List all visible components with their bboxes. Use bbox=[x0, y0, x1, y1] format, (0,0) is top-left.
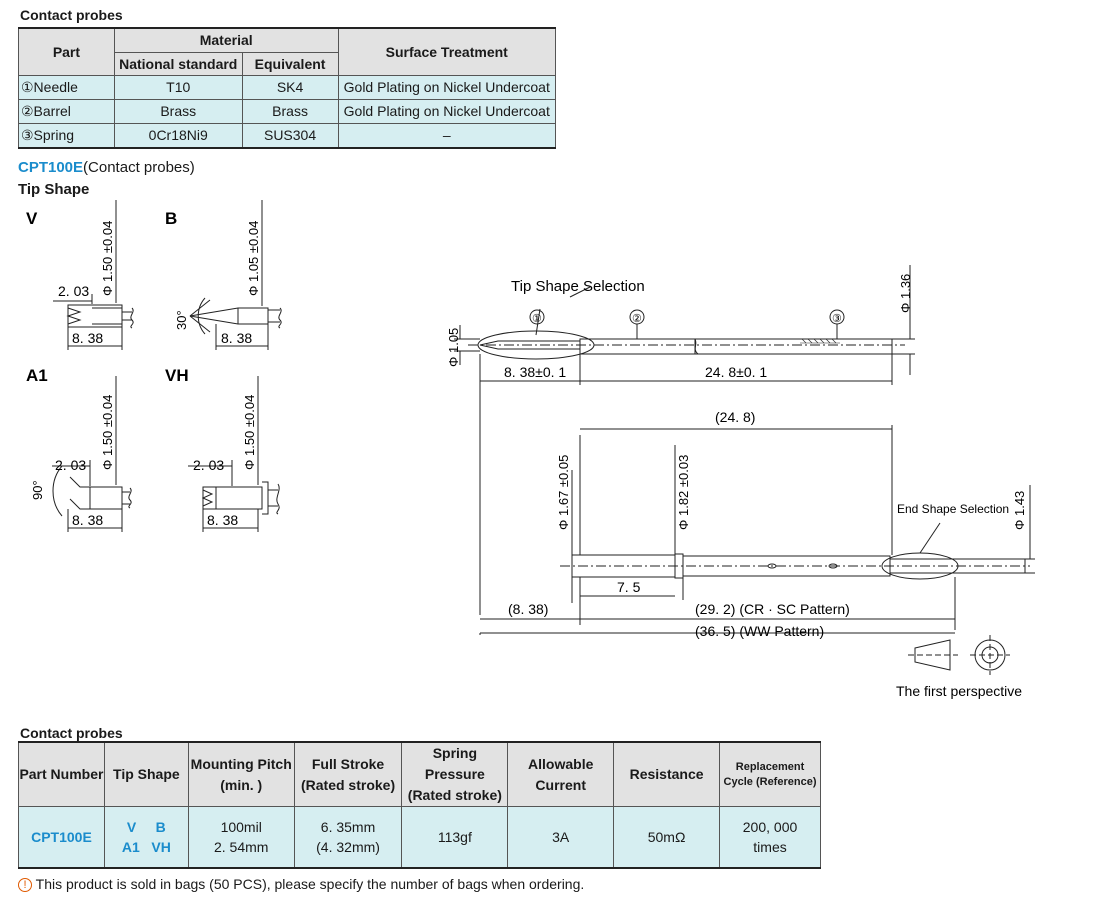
dim-len-292: (29. 2) (CR · SC Pattern) bbox=[695, 601, 850, 617]
spec-tip-shapes: V B A1 VH bbox=[103, 806, 189, 869]
national-cell: Brass bbox=[113, 98, 243, 124]
national-cell: 0Cr18Ni9 bbox=[113, 122, 243, 148]
dim-dia-167: Φ 1.67 ±0.05 bbox=[556, 455, 571, 530]
dim-a1-angle: 90° bbox=[30, 480, 45, 500]
dim-dia-182: Φ 1.82 ±0.03 bbox=[676, 455, 691, 530]
dim-a1-dia: Φ 1.50 ±0.04 bbox=[100, 395, 115, 470]
end-selection-label: End Shape Selection bbox=[897, 502, 1009, 516]
spec-current: 3A bbox=[507, 806, 615, 869]
tip-selection-ellipse bbox=[477, 330, 595, 360]
header-equivalent: Equivalent bbox=[241, 51, 339, 76]
specs-table: Part Number Tip Shape Mounting Pitch(min… bbox=[18, 741, 821, 869]
callout-1 bbox=[529, 309, 545, 325]
equivalent-cell: SUS304 bbox=[241, 122, 339, 148]
header-stroke: Full Stroke(Rated stroke) bbox=[293, 741, 403, 807]
dim-b-angle: 30° bbox=[174, 310, 189, 330]
spec-resistance: 50mΩ bbox=[613, 806, 721, 869]
warning-icon: ! bbox=[18, 878, 32, 893]
part-cell: ①Needle bbox=[18, 74, 115, 100]
dim-vh-dia: Φ 1.50 ±0.04 bbox=[242, 395, 257, 470]
caption-text: (Contact probes) bbox=[83, 159, 195, 176]
equivalent-cell: Brass bbox=[241, 98, 339, 124]
probe-lower bbox=[479, 425, 1035, 635]
caption-code: CPT100E bbox=[18, 159, 84, 176]
tip-label-v: V bbox=[26, 209, 38, 228]
header-national: National standard bbox=[113, 51, 243, 76]
header-tip-shape: Tip Shape bbox=[103, 741, 189, 807]
tip-shape-v bbox=[53, 200, 134, 350]
perspective-symbol bbox=[908, 635, 1010, 675]
tip-label-b: B bbox=[165, 209, 177, 228]
dim-vh-len: 8. 38 bbox=[207, 512, 238, 528]
dim-len-75: 7. 5 bbox=[617, 579, 641, 595]
header-material: Material bbox=[113, 27, 339, 53]
dim-len-838: (8. 38) bbox=[508, 601, 548, 617]
probe-upper bbox=[454, 265, 915, 615]
perspective-label: The first perspective bbox=[896, 683, 1022, 699]
dim-b-dia: Φ 1.05 ±0.04 bbox=[246, 221, 261, 296]
dim-a1-small: 2. 03 bbox=[55, 457, 86, 473]
equivalent-cell: SK4 bbox=[241, 74, 339, 100]
dim-len-248: (24. 8) bbox=[715, 409, 755, 425]
callout-2-text: ② bbox=[632, 313, 642, 325]
specs-title: Contact probes bbox=[20, 725, 123, 741]
dim-len-365: (36. 5) (WW Pattern) bbox=[695, 623, 824, 639]
dim-dia-136: Φ 1.36 bbox=[898, 274, 913, 313]
spec-pressure: 113gf bbox=[401, 806, 509, 869]
national-cell: T10 bbox=[113, 74, 243, 100]
spec-part-number: CPT100E bbox=[18, 806, 105, 869]
note: ! This product is sold in bags (50 PCS),… bbox=[18, 876, 585, 893]
dim-a1-len: 8. 38 bbox=[72, 512, 103, 528]
header-pitch: Mounting Pitch(min. ) bbox=[187, 741, 295, 807]
tip-shape-b bbox=[189, 200, 282, 350]
dim-v-small: 2. 03 bbox=[58, 283, 89, 299]
dim-dia-143: Φ 1.43 bbox=[1012, 491, 1027, 530]
caption: CPT100E(Contact probes) bbox=[18, 159, 195, 176]
dim-v-dia: Φ 1.50 ±0.04 bbox=[100, 221, 115, 296]
tip-shapes-drawing: V B A1 VH 8. 38 2. 03 Φ 1.50 ±0.04 8. 38… bbox=[26, 200, 282, 532]
surface-cell: Gold Plating on Nickel Undercoat bbox=[337, 74, 557, 100]
dim-vh-small: 2. 03 bbox=[193, 457, 224, 473]
table-row: ①Needle T10 SK4 Gold Plating on Nickel U… bbox=[18, 74, 557, 100]
note-text: This product is sold in bags (50 PCS), p… bbox=[35, 876, 585, 892]
spec-stroke: 6. 35mm(4. 32mm) bbox=[293, 806, 403, 869]
tip-shape-a1 bbox=[52, 376, 132, 532]
callout-3-text: ③ bbox=[832, 313, 842, 325]
dim-v-len: 8. 38 bbox=[72, 330, 103, 346]
dim-b-len: 8. 38 bbox=[221, 330, 252, 346]
materials-table: Part Material Surface Treatment National… bbox=[18, 27, 557, 149]
dim-len-248-tol: 24. 8±0. 1 bbox=[705, 364, 767, 380]
part-cell: ②Barrel bbox=[18, 98, 115, 124]
header-pressure: Spring Pressure(Rated stroke) bbox=[401, 741, 509, 807]
tip-selection-label: Tip Shape Selection bbox=[511, 278, 645, 295]
surface-cell: – bbox=[337, 122, 557, 148]
table-row: ③Spring 0Cr18Ni9 SUS304 – bbox=[18, 122, 557, 148]
header-part: Part bbox=[18, 27, 115, 76]
dim-dia-105: Φ 1.05 bbox=[446, 328, 461, 367]
surface-cell: Gold Plating on Nickel Undercoat bbox=[337, 98, 557, 124]
probe-drawing: Tip Shape Selection ① ② ③ Φ 1.05 Φ 1.36 … bbox=[446, 265, 1035, 699]
tip-shape-title: Tip Shape bbox=[18, 181, 90, 198]
tip-label-vh: VH bbox=[165, 366, 189, 385]
dim-len-838-tol: 8. 38±0. 1 bbox=[504, 364, 566, 380]
table-row: ②Barrel Brass Brass Gold Plating on Nick… bbox=[18, 98, 557, 124]
part-cell: ③Spring bbox=[18, 122, 115, 148]
callout-1-text: ① bbox=[532, 313, 542, 325]
materials-title: Contact probes bbox=[20, 7, 123, 23]
tip-label-a1: A1 bbox=[26, 366, 48, 385]
header-resistance: Resistance bbox=[613, 741, 721, 807]
tip-shape-vh bbox=[188, 376, 280, 532]
header-part-number: Part Number bbox=[18, 741, 105, 807]
header-surface: Surface Treatment bbox=[337, 27, 557, 76]
